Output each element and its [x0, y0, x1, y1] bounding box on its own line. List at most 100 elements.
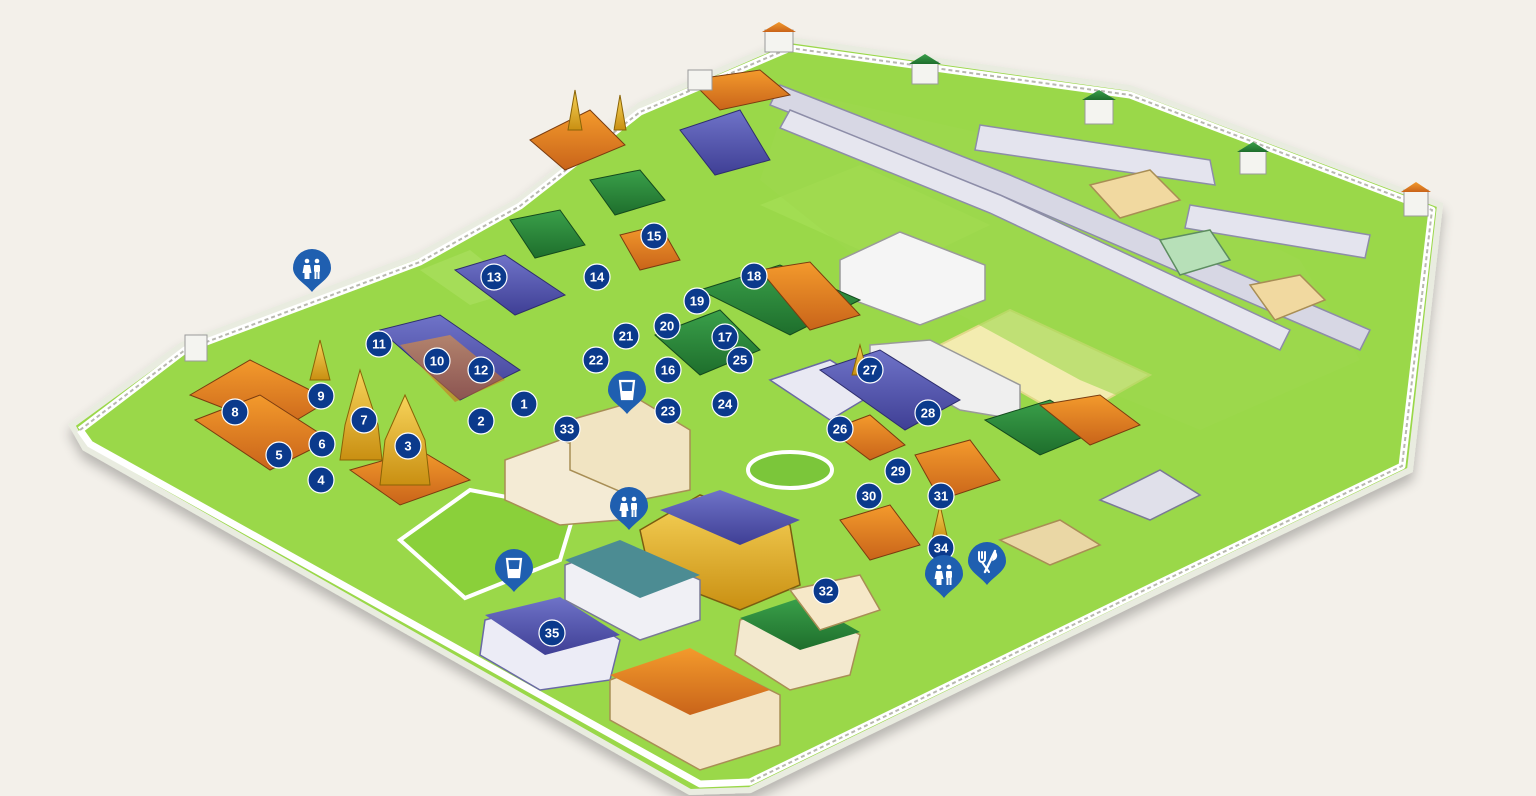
marker-label: 2 [477, 414, 484, 429]
marker-circle [583, 263, 611, 291]
marker-circle [350, 406, 378, 434]
restroom-icon [302, 258, 320, 279]
location-marker-28[interactable]: 28 [914, 399, 942, 427]
long-galleries [768, 84, 1372, 351]
marker-circle [510, 390, 538, 418]
location-marker-1[interactable]: 1 [510, 390, 538, 418]
location-marker-23[interactable]: 23 [654, 397, 682, 425]
marker-circle [914, 399, 942, 427]
marker-circle [654, 356, 682, 384]
drinking-water-icon [505, 557, 523, 579]
marker-circle [612, 322, 640, 350]
location-marker-20[interactable]: 20 [653, 312, 681, 340]
drinking-water-pin[interactable] [495, 549, 533, 592]
location-marker-26[interactable]: 26 [826, 415, 854, 443]
marker-circle [683, 287, 711, 315]
location-marker-4[interactable]: 4 [307, 466, 335, 494]
location-marker-35[interactable]: 35 [538, 619, 566, 647]
marker-label: 14 [590, 270, 605, 285]
location-marker-17[interactable]: 17 [711, 323, 739, 351]
marker-label: 34 [934, 541, 949, 556]
marker-label: 16 [661, 363, 675, 378]
marker-circle [307, 466, 335, 494]
marker-circle [582, 346, 610, 374]
marker-circle [467, 407, 495, 435]
marker-circle [265, 441, 293, 469]
restroom-icon [619, 496, 637, 517]
marker-label: 26 [833, 422, 847, 437]
pin-body [968, 542, 1006, 585]
marker-label: 5 [275, 448, 282, 463]
marker-label: 20 [660, 319, 674, 334]
marker-circle [726, 346, 754, 374]
marker-circle [856, 356, 884, 384]
location-marker-12[interactable]: 12 [467, 356, 495, 384]
marker-circle [653, 312, 681, 340]
drinking-water-pin[interactable] [608, 371, 646, 414]
marker-label: 10 [430, 354, 444, 369]
location-marker-19[interactable]: 19 [683, 287, 711, 315]
marker-label: 25 [733, 353, 747, 368]
marker-label: 23 [661, 404, 675, 419]
marker-label: 31 [934, 489, 948, 504]
restroom-pin[interactable] [293, 249, 331, 292]
location-marker-9[interactable]: 9 [307, 382, 335, 410]
marker-circle [711, 390, 739, 418]
restroom-icon [934, 564, 952, 585]
restroom-pin[interactable] [610, 487, 648, 530]
location-marker-8[interactable]: 8 [221, 398, 249, 426]
location-marker-2[interactable]: 2 [467, 407, 495, 435]
location-marker-11[interactable]: 11 [365, 330, 393, 358]
restroom-pin[interactable] [925, 555, 963, 598]
marker-circle [884, 457, 912, 485]
location-marker-15[interactable]: 15 [640, 222, 668, 250]
marker-label: 24 [718, 397, 733, 412]
location-marker-13[interactable]: 13 [480, 263, 508, 291]
location-marker-22[interactable]: 22 [582, 346, 610, 374]
marker-circle [740, 262, 768, 290]
marker-label: 30 [862, 489, 876, 504]
location-marker-10[interactable]: 10 [423, 347, 451, 375]
pin-body [610, 487, 648, 530]
marker-label: 7 [360, 413, 367, 428]
location-marker-31[interactable]: 31 [927, 482, 955, 510]
marker-label: 15 [647, 229, 661, 244]
location-marker-16[interactable]: 16 [654, 356, 682, 384]
marker-circle [538, 619, 566, 647]
pin-body [293, 249, 331, 292]
location-marker-27[interactable]: 27 [856, 356, 884, 384]
location-marker-6[interactable]: 6 [308, 430, 336, 458]
location-marker-7[interactable]: 7 [350, 406, 378, 434]
marker-label: 22 [589, 353, 603, 368]
location-marker-34[interactable]: 34 [927, 534, 955, 562]
facility-pins [293, 249, 1006, 598]
marker-circle [826, 415, 854, 443]
location-marker-5[interactable]: 5 [265, 441, 293, 469]
location-marker-25[interactable]: 25 [726, 346, 754, 374]
marker-circle [307, 382, 335, 410]
location-marker-21[interactable]: 21 [612, 322, 640, 350]
location-marker-3[interactable]: 3 [394, 432, 422, 460]
location-marker-24[interactable]: 24 [711, 390, 739, 418]
location-marker-29[interactable]: 29 [884, 457, 912, 485]
white-halls [479, 169, 1327, 771]
marker-circle [394, 432, 422, 460]
restaurant-pin[interactable] [968, 542, 1006, 585]
location-marker-18[interactable]: 18 [740, 262, 768, 290]
restaurant-icon [978, 549, 998, 574]
location-marker-32[interactable]: 32 [812, 577, 840, 605]
marker-label: 11 [372, 337, 386, 352]
drinking-water-icon [618, 379, 636, 401]
marker-circle [308, 430, 336, 458]
location-marker-30[interactable]: 30 [855, 482, 883, 510]
marker-label: 9 [317, 389, 324, 404]
marker-label: 35 [545, 626, 559, 641]
location-marker-33[interactable]: 33 [553, 415, 581, 443]
marker-circle [553, 415, 581, 443]
marker-circle [221, 398, 249, 426]
marker-label: 8 [231, 405, 238, 420]
marker-label: 1 [520, 397, 527, 412]
marker-label: 29 [891, 464, 905, 479]
marker-label: 17 [718, 330, 732, 345]
location-marker-14[interactable]: 14 [583, 263, 611, 291]
